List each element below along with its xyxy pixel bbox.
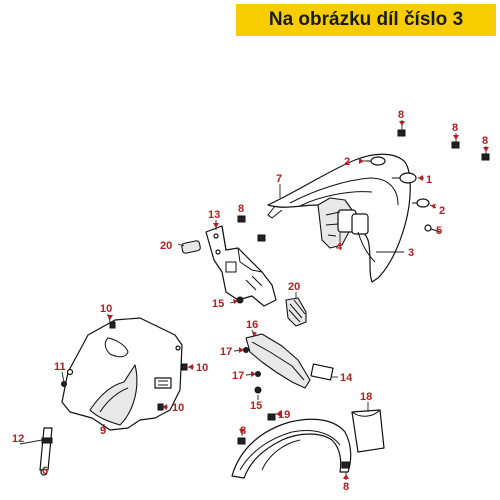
callout-8-b: 8 [452,122,458,134]
bulb-part-2-upper[interactable] [370,156,386,166]
banner-text: Na obrázku díl číslo 3 [268,9,464,30]
screw-part-17-b[interactable] [255,371,261,377]
leader-lines [19,120,487,480]
spacer-part-12[interactable] [41,437,53,444]
screw-part-17-a[interactable] [243,347,249,353]
bolt-part-15-b[interactable] [254,386,262,394]
callout-15-b: 15 [250,400,262,412]
flap-part-18[interactable] [351,409,385,453]
plate-bracket-assembly [181,215,307,327]
callout-18: 18 [360,391,372,403]
callout-10-a: 10 [100,303,112,315]
nut-part-8-e[interactable] [257,234,266,242]
callout-8-d: 8 [238,203,244,215]
callout-20-left: 20 [160,240,172,252]
rear-mudguard-assembly [231,409,385,479]
lower-cover-assembly [243,333,334,394]
callout-15-a: 15 [212,298,224,310]
callout-8-a: 8 [398,109,404,121]
callout-6: 6 [42,465,48,477]
callout-19: 19 [278,409,290,421]
callout-labels: 8 8 8 8 8 8 2 1 7 2 5 4 3 13 20 20 15 15… [12,109,488,493]
callout-4: 4 [336,241,343,253]
callout-8-e: 8 [240,425,246,437]
nut-part-8-c[interactable] [481,153,490,161]
screw-part-5[interactable] [424,224,432,232]
nut-part-8-b[interactable] [451,141,460,149]
callout-9: 9 [100,425,106,437]
callout-17-a: 17 [220,346,232,358]
callout-5: 5 [436,225,442,237]
inner-fender-assembly [39,317,188,476]
rod-part-6[interactable] [39,427,53,471]
reflector-part-20-right[interactable] [285,297,307,327]
nut-part-8-a[interactable] [397,129,406,137]
nut-part-8-f[interactable] [237,437,246,445]
callout-11: 11 [54,361,66,373]
bulb-part-1[interactable] [399,172,417,184]
callout-10-b: 10 [196,362,208,374]
callout-17-b: 17 [232,370,244,382]
callout-3: 3 [408,247,414,259]
callout-12: 12 [12,433,24,445]
callout-13: 13 [208,209,220,221]
rear-mudguard[interactable] [231,418,352,479]
callout-2-b: 2 [439,205,445,217]
bolt-part-15-a[interactable] [236,296,244,304]
callout-10-c: 10 [172,402,184,414]
nut-part-19[interactable] [267,413,276,421]
inner-fender-part-9[interactable] [61,317,183,431]
callout-8-c: 8 [482,135,488,147]
callout-20-right: 20 [288,281,300,293]
clip-part-10-a[interactable] [109,321,116,329]
bulb-part-2-lower[interactable] [416,198,430,208]
nut-part-8-g[interactable] [341,461,350,469]
callout-1: 1 [426,174,432,186]
callout-8-f: 8 [343,481,349,493]
part-number-banner: Na obrázku díl číslo 3 [236,4,496,36]
tail-light-assembly [267,129,490,283]
callout-7: 7 [276,173,282,185]
screw-part-11[interactable] [61,381,67,387]
clip-part-10-b[interactable] [181,363,188,371]
lower-cover-part-16[interactable] [245,333,311,389]
plate-part-14[interactable] [310,363,334,381]
nut-part-8-d[interactable] [237,215,246,223]
reflector-part-20-left[interactable] [181,240,201,254]
callout-arrows [107,121,489,479]
callout-16: 16 [246,319,258,331]
callout-14: 14 [340,372,353,384]
callout-2-a: 2 [344,156,350,168]
plate-bracket-part-13[interactable] [205,225,277,307]
